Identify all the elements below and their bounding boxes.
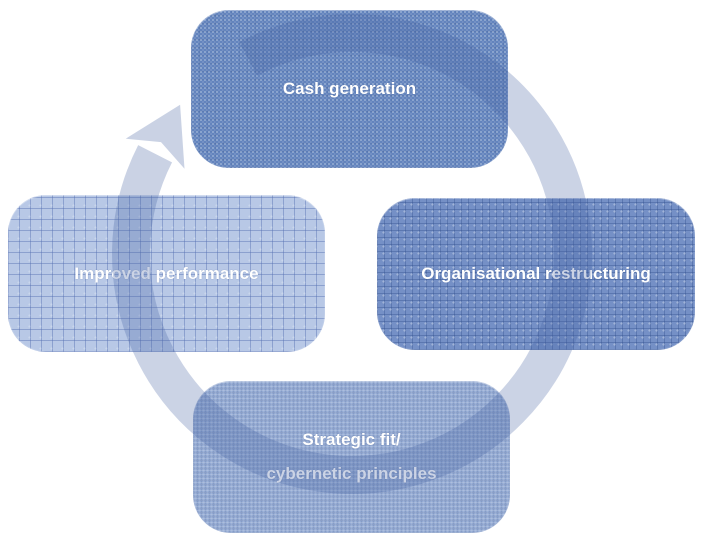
cycle-node-strategic-fit: Strategic fit/ cybernetic principles <box>193 381 510 533</box>
cycle-node-cash-generation: Cash generation <box>191 10 508 168</box>
cycle-arrowhead-icon <box>125 104 185 169</box>
cycle-node-label: Organisational restructuring <box>421 264 651 283</box>
cycle-node-organisational-restructuring: Organisational restructuring <box>377 198 695 350</box>
cycle-node-label: Improved performance <box>74 263 259 283</box>
cycle-node-label-line1: Strategic fit/ <box>302 430 401 449</box>
cycle-node-improved-performance: Improved performance <box>8 195 325 352</box>
cycle-node-label: Cash generation <box>282 79 417 98</box>
cycle-node-label-line2: cybernetic principles <box>266 464 437 483</box>
